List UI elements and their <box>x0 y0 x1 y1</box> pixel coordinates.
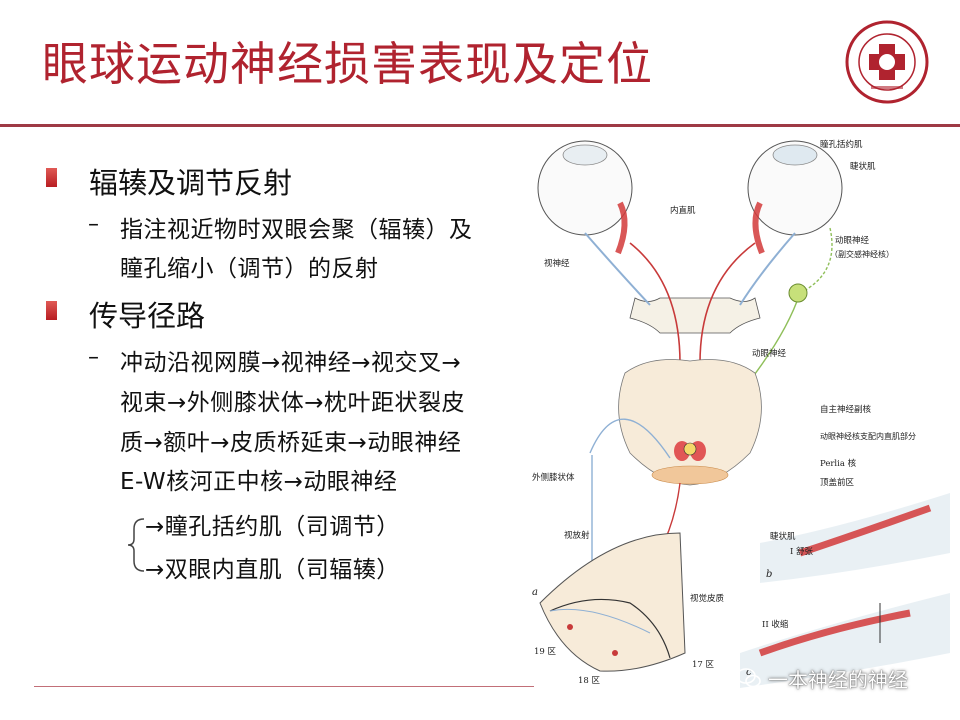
label-lgn: 外侧膝状体 <box>532 472 575 483</box>
left-eyeball <box>537 140 633 255</box>
dash-1: – <box>88 212 99 237</box>
label-para-nucleus: （副交感神经核） <box>830 249 894 259</box>
label-medial-rectus: 内直肌 <box>670 205 696 216</box>
bullet-marker-2 <box>46 301 57 320</box>
label-ciliary-inset: 睫状肌 <box>770 531 796 542</box>
desc2-line-2: 视束→外侧膝状体→枕叶距状裂皮 <box>120 390 466 416</box>
label-a: a <box>532 587 538 598</box>
branch-brace <box>127 518 145 572</box>
branch-medial-rectus: →双眼内直肌（司辐辏） <box>145 557 400 583</box>
visual-cortex <box>539 532 686 672</box>
label-optic-radiation: 视放射 <box>564 530 590 541</box>
label-visual-cortex: 视觉皮质 <box>690 593 725 604</box>
bullet-heading-2: 传导径路 <box>89 299 206 333</box>
label-oculomotor-para: 动眼神经 <box>835 235 870 246</box>
wechat-icon <box>736 668 761 688</box>
slide-title: 眼球运动神经损害表现及定位 <box>42 37 653 91</box>
label-area18: 18 区 <box>578 676 601 686</box>
desc2-line-1: 冲动沿视网膜→视神经→视交叉→ <box>120 350 462 376</box>
ciliary-inset-relax <box>760 493 950 583</box>
label-optic-nerve: 视神经 <box>544 258 570 269</box>
desc2-line-3: 质→额叶→皮质桥延束→动眼神经 <box>120 430 462 456</box>
reflex-pathway-diagram: .lbl { font-family:"DejaVu Serif", serif… <box>532 139 950 688</box>
label-c: c <box>746 667 752 678</box>
label-ciliary: 睫状肌 <box>850 161 876 172</box>
bullet-heading-1: 辐辏及调节反射 <box>89 166 293 200</box>
label-pretectal: 顶盖前区 <box>820 477 855 488</box>
label-pupil-sphincter: 瞳孔括约肌 <box>820 139 863 150</box>
watermark: 一本神经的神经 <box>736 666 908 692</box>
oculomotor-nuclei <box>674 441 706 461</box>
optic-chiasm <box>629 297 761 334</box>
label-contract: II 收缩 <box>762 619 789 630</box>
ciliary-inset-contract <box>740 593 950 688</box>
label-autonomic: 自主神经副核 <box>820 404 872 415</box>
midbrain <box>618 359 762 486</box>
desc1-line-2: 瞳孔缩小（调节）的反射 <box>120 256 379 282</box>
bullet-marker-1 <box>46 168 57 187</box>
branch-sphincter: →瞳孔括约肌（司调节） <box>145 514 400 540</box>
label-medial-rectus-part: 动眼神经核支配内直肌部分 <box>820 431 916 441</box>
desc2-line-4: E-W核河正中核→动眼神经 <box>120 469 398 495</box>
label-b: b <box>766 569 772 580</box>
label-area17: 17 区 <box>692 660 715 670</box>
desc1-line-1: 指注视近物时双眼会聚（辐辏）及 <box>120 217 473 243</box>
dash-2: – <box>88 345 99 370</box>
title-divider <box>0 124 960 127</box>
footer-divider <box>34 686 534 687</box>
right-eyeball <box>747 140 843 255</box>
hospital-logo <box>845 20 929 104</box>
label-area19: 19 区 <box>534 647 557 657</box>
label-perlia: Perlia 核 <box>820 458 857 469</box>
label-oculomotor-nerve: 动眼神经 <box>752 348 787 359</box>
watermark-text: 一本神经的神经 <box>768 667 908 692</box>
label-relax: I 舒张 <box>790 546 814 557</box>
